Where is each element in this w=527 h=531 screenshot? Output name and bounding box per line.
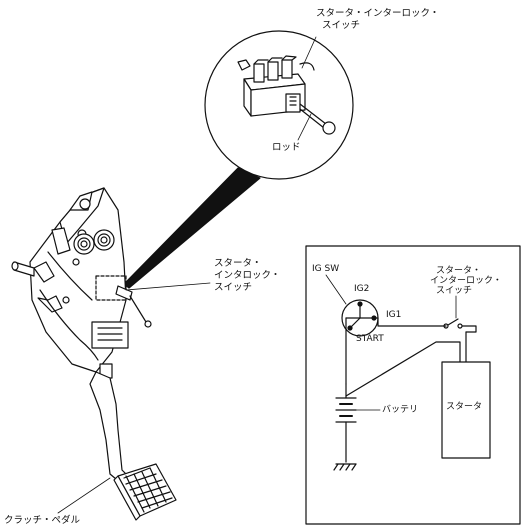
starter-box	[441, 361, 491, 459]
zoom-switch-label-line1: スタータ・インターロック・	[316, 8, 440, 19]
battery-label: バッテリ	[382, 405, 419, 415]
zoom-rod	[299, 103, 336, 135]
interlock-label-line2: インターロック・	[430, 276, 502, 286]
pedal-assembly	[11, 187, 177, 521]
zoom-switch-label-line2: スイッチ	[322, 20, 361, 31]
zoom-switch-body	[237, 55, 315, 117]
ig-sw-label: IG SW	[312, 264, 340, 274]
ignition-switch	[325, 274, 379, 337]
pedal-switch-leader	[125, 282, 211, 291]
starter-label: スタータ	[446, 402, 483, 412]
rod-leader	[297, 113, 312, 141]
circuit-box	[305, 245, 521, 525]
pedal-switch-label-line1: スタータ・	[214, 258, 262, 269]
interlock-label-line1: スタータ・	[436, 266, 482, 276]
battery-symbol	[335, 383, 381, 463]
ig1-label: IG1	[386, 310, 402, 320]
interlock-label-line3: スイッチ	[436, 286, 473, 296]
pedal-switch-label-line2: インタロック・	[214, 270, 281, 281]
ground-symbol	[333, 463, 357, 471]
zoom-switch-leader	[301, 36, 317, 69]
ig2-label: IG2	[354, 284, 370, 294]
pedal-switch-label-line3: スイッチ	[214, 282, 253, 293]
rod-label: ロッド	[272, 142, 301, 153]
clutch-pedal-leader	[57, 477, 111, 514]
clutch-pedal-label: クラッチ・ペダル	[4, 515, 81, 526]
circuit-wiring	[345, 295, 477, 397]
start-label: START	[356, 334, 384, 344]
